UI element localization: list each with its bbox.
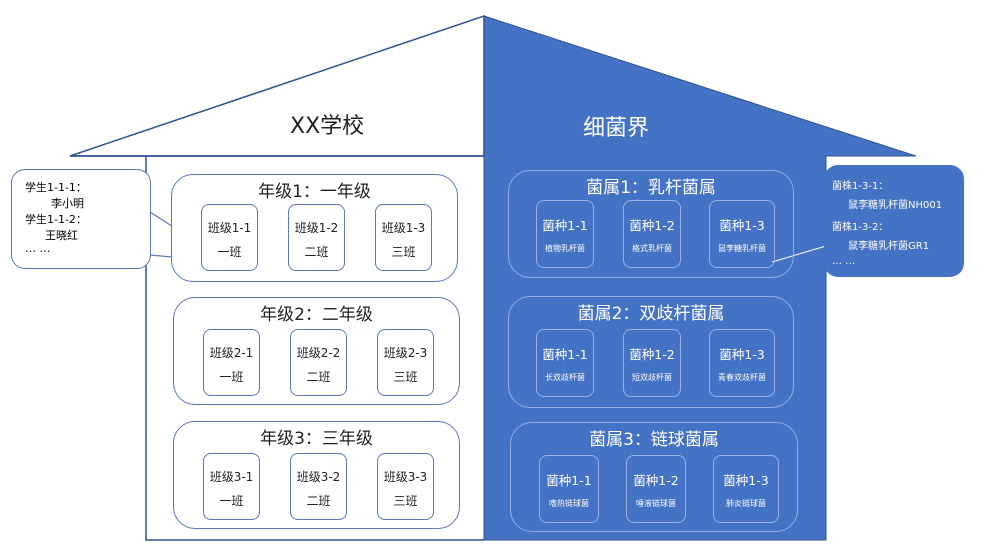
genus-title: 菌属2：双歧杆菌属	[577, 304, 725, 324]
genus-group-1: 菌属1：乳杆菌属 菌种1-1 植物乳杆菌 菌种1-2 格式乳杆菌 菌种1-3 鼠…	[508, 170, 794, 278]
species-name: 短双歧杆菌	[632, 373, 672, 382]
species-code: 菌种1-3	[723, 473, 769, 488]
species-card: 菌种1-2 唾液链球菌	[626, 455, 686, 523]
species-code: 菌种1-2	[633, 473, 679, 488]
species-card: 菌种1-3 鼠李糖乳杆菌	[709, 200, 775, 268]
genus-group-3: 菌属3：链球菌属 菌种1-1 嗜热链球菌 菌种1-2 唾液链球菌 菌种1-3 肺…	[510, 422, 798, 532]
class-name: 三班	[393, 370, 418, 384]
class-card: 班级3-1 一班	[203, 453, 260, 520]
class-code: 班级2-3	[383, 346, 428, 360]
species-name: 植物乳杆菌	[545, 244, 585, 253]
species-code: 菌种1-3	[719, 347, 765, 362]
species-name: 鼠李糖乳杆菌	[718, 244, 766, 253]
class-card: 班级2-1 一班	[203, 329, 260, 396]
species-name: 唾液链球菌	[636, 499, 676, 508]
class-code: 班级2-2	[296, 346, 341, 360]
species-name: 嗜热链球菌	[549, 499, 589, 508]
species-card: 菌种1-2 短双歧杆菌	[623, 329, 681, 397]
species-code: 菌种1-1	[546, 473, 592, 488]
grade-title: 年级3：三年级	[260, 429, 373, 449]
class-card: 班级2-2 二班	[290, 329, 347, 396]
grade-title: 年级1：一年级	[258, 182, 371, 202]
callout-line: 菌株1-3-2：	[832, 222, 889, 233]
grade-group-2: 年级2：二年级 班级2-1 一班 班级2-2 二班 班级2-3 三班	[173, 297, 460, 405]
callout-line: 学生1-1-1：	[25, 181, 87, 194]
left-wall	[145, 156, 484, 541]
species-name: 青春双歧杆菌	[718, 373, 766, 382]
callout-line: 菌株1-3-1：	[832, 181, 889, 192]
species-code: 菌种1-1	[542, 347, 588, 362]
class-name: 三班	[391, 245, 416, 259]
class-code: 班级1-2	[294, 221, 339, 235]
grade-group-3: 年级3：三年级 班级3-1 一班 班级3-2 二班 班级3-3 三班	[173, 421, 460, 529]
class-name: 一班	[217, 245, 242, 259]
school-title: XX学校	[290, 114, 365, 139]
species-card: 菌种1-3 青春双歧杆菌	[709, 329, 775, 397]
right-half-fill	[483, 15, 917, 541]
species-code: 菌种1-1	[542, 218, 588, 233]
species-code: 菌种1-3	[719, 218, 765, 233]
kingdom-title: 细菌界	[583, 116, 650, 141]
callout-line: 鼠李糖乳杆菌NH001	[848, 200, 943, 211]
class-name: 二班	[304, 245, 329, 259]
strain-callout: 菌株1-3-1： 鼠李糖乳杆菌NH001 菌株1-3-2： 鼠李糖乳杆菌GR1 …	[824, 165, 964, 277]
callout-line: … …	[832, 256, 856, 267]
species-code: 菌种1-2	[629, 347, 675, 362]
species-card: 菌种1-1 植物乳杆菌	[536, 200, 594, 268]
species-card: 菌种1-2 格式乳杆菌	[623, 200, 681, 268]
class-code: 班级1-1	[207, 221, 252, 235]
species-name: 长双歧杆菌	[545, 373, 585, 382]
student-callout: 学生1-1-1： 李小明 学生1-1-2： 王晓红 … …	[11, 169, 151, 269]
class-code: 班级3-3	[383, 470, 428, 484]
class-card: 班级3-2 二班	[290, 453, 347, 520]
callout-line: 王晓红	[45, 229, 78, 242]
class-code: 班级3-2	[296, 470, 341, 484]
class-name: 一班	[219, 370, 244, 384]
class-name: 三班	[393, 494, 418, 508]
species-name: 格式乳杆菌	[632, 244, 672, 253]
genus-group-2: 菌属2：双歧杆菌属 菌种1-1 长双歧杆菌 菌种1-2 短双歧杆菌 菌种1-3 …	[508, 296, 794, 408]
class-card: 班级3-3 三班	[377, 453, 434, 520]
class-code: 班级1-3	[381, 221, 426, 235]
class-card: 班级2-3 三班	[377, 329, 434, 396]
class-code: 班级2-1	[209, 346, 254, 360]
class-card: 班级1-3 三班	[375, 204, 432, 271]
species-card: 菌种1-1 嗜热链球菌	[539, 455, 599, 523]
callout-line: 李小明	[51, 197, 84, 210]
callout-line: 鼠李糖乳杆菌GR1	[848, 241, 930, 252]
genus-title: 菌属3：链球菌属	[589, 430, 719, 450]
callout-line: 学生1-1-2：	[25, 213, 87, 226]
class-card: 班级1-2 二班	[288, 204, 345, 271]
class-name: 二班	[306, 494, 331, 508]
class-code: 班级3-1	[209, 470, 254, 484]
class-card: 班级1-1 一班	[201, 204, 258, 271]
species-card: 菌种1-1 长双歧杆菌	[536, 329, 594, 397]
callout-line: … …	[25, 242, 51, 255]
grade-group-1: 年级1：一年级 班级1-1 一班 班级1-2 二班 班级1-3 三班	[171, 174, 458, 282]
species-name: 肺炎链球菌	[726, 499, 766, 508]
species-card: 菌种1-3 肺炎链球菌	[713, 455, 779, 523]
grade-title: 年级2：二年级	[260, 305, 373, 325]
left-roof	[69, 14, 485, 157]
class-name: 一班	[219, 494, 244, 508]
genus-title: 菌属1：乳杆菌属	[586, 178, 716, 198]
class-name: 二班	[306, 370, 331, 384]
species-code: 菌种1-2	[629, 218, 675, 233]
